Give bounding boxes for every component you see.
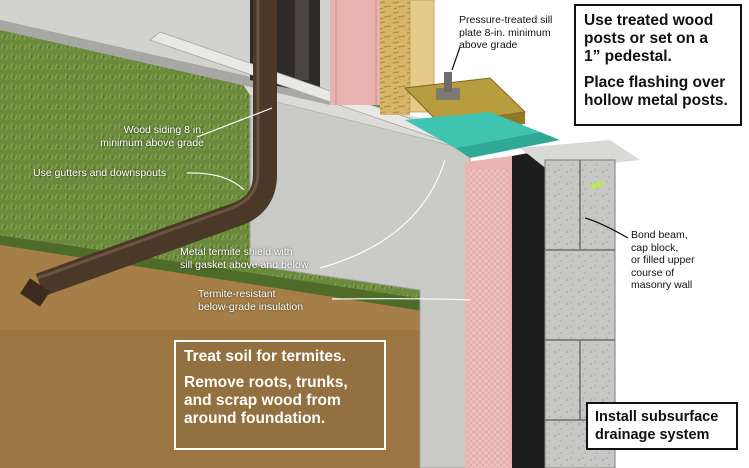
anchor-bolt — [444, 72, 452, 92]
downspout-pipe — [35, 0, 277, 297]
house-wall-shadow — [0, 20, 330, 105]
sill-gasket — [405, 112, 540, 148]
callout-posts-line1: Use treated wood posts or set on a 1” pe… — [584, 12, 714, 65]
downspout-outlet — [20, 278, 50, 307]
siding-board — [295, 0, 309, 80]
label-sill-plate: Pressure-treated sill plate 8-in. minimu… — [459, 14, 553, 51]
masonry-joints — [545, 160, 615, 421]
osb-sheathing — [380, 0, 410, 115]
wall-insulation — [330, 0, 382, 105]
label-bond-beam: Bond beam, cap block, or filled upper co… — [631, 229, 695, 291]
leader-insulation — [331, 298, 471, 301]
leader-sill-plate — [451, 46, 461, 71]
callout-posts-line2: Place flashing over hollow metal posts. — [584, 74, 728, 109]
leader-bond-beam — [584, 217, 629, 239]
leader-gutters — [186, 172, 245, 191]
downspout-highlight — [37, 0, 260, 280]
callout-soil: Treat soil for termites. Remove roots, t… — [174, 340, 386, 450]
callout-drainage-text: Install subsurface drainage system — [595, 409, 719, 443]
sill-gasket-lower — [455, 132, 560, 158]
callout-soil-line1: Treat soil for termites. — [184, 348, 346, 365]
rebar-end — [589, 179, 605, 191]
anchor-bolt-nut — [436, 88, 460, 100]
leader-termite-shield — [319, 159, 446, 269]
callout-soil-line2: Remove roots, trunks, and scrap wood fro… — [184, 374, 348, 427]
label-termite-shield: Metal termite shield with sill gasket ab… — [180, 246, 309, 271]
label-insulation: Termite-resistant below-grade insulation — [198, 288, 304, 313]
soil-lower-band — [0, 330, 420, 468]
leader-wood-siding — [196, 107, 273, 138]
callout-posts: Use treated wood posts or set on a 1” pe… — [574, 4, 742, 126]
label-gutters: Use gutters and downspouts — [33, 167, 167, 179]
waterproofing-membrane — [512, 150, 545, 468]
insulation-hatch — [468, 170, 508, 468]
label-wood-siding: Wood siding 8 in. minimum above grade — [100, 124, 204, 149]
callout-drainage: Install subsurface drainage system — [586, 402, 738, 450]
